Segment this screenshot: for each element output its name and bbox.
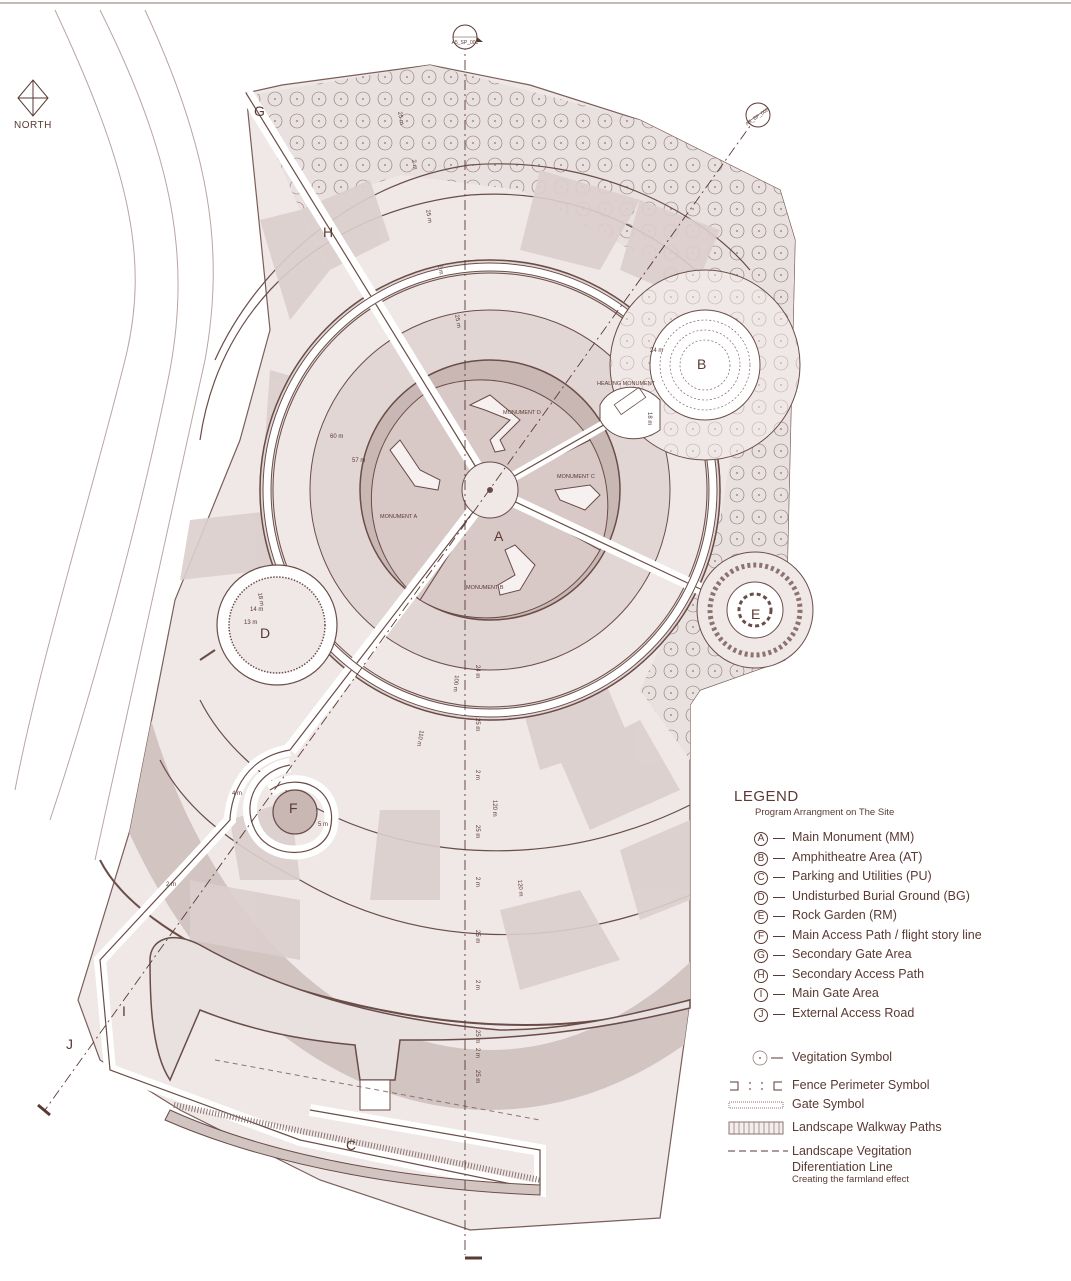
zone-label-g: G [254, 103, 265, 119]
svg-text:25 m: 25 m [396, 111, 404, 125]
healing-monument-label: HEALING MONUMENT [597, 381, 656, 387]
zone-label-c: C [346, 1137, 356, 1153]
section-marker-top: A5_SP_001 [452, 24, 483, 50]
svg-text:25 m: 25 m [474, 930, 480, 943]
north-label: NORTH [14, 120, 52, 131]
svg-text:14 m: 14 m [250, 607, 263, 613]
monument-a-label: MONUMENT A [380, 514, 418, 520]
svg-text:2 m: 2 m [474, 1048, 480, 1058]
svg-text:110 m: 110 m [415, 730, 424, 747]
svg-text:100 m: 100 m [452, 675, 459, 692]
zone-label-f: F [289, 800, 298, 816]
svg-text:120 m: 120 m [491, 800, 497, 817]
svg-text:25 m: 25 m [474, 1070, 480, 1083]
legend-subtitle: Program Arrangment on The Site [755, 807, 895, 818]
svg-text:A5_SP_001: A5_SP_001 [452, 40, 479, 46]
svg-text:25 m: 25 m [474, 825, 480, 838]
river-lines [14, 9, 214, 861]
svg-text:2 m: 2 m [474, 877, 480, 887]
svg-text:25 m: 25 m [424, 209, 432, 223]
parking-area [149, 937, 691, 1196]
svg-text:2 m: 2 m [436, 264, 444, 275]
zone-label-d: D [260, 625, 270, 641]
svg-text:13 m: 13 m [244, 620, 257, 626]
zone-label-j: J [66, 1036, 73, 1052]
zone-label-i: I [122, 1003, 126, 1019]
svg-text:57 m: 57 m [352, 458, 365, 464]
zone-label-b: B [697, 356, 706, 372]
monument-b-label: MONUMENT B [466, 585, 504, 591]
spiral-path [243, 758, 339, 860]
svg-text:25 m: 25 m [474, 718, 480, 731]
svg-text:24 m: 24 m [474, 665, 480, 678]
svg-text:60 m: 60 m [330, 434, 343, 440]
zone-label-e: E [751, 606, 760, 622]
amphitheatre-area [599, 269, 801, 461]
svg-text:120 m: 120 m [516, 880, 523, 897]
svg-text:2 m: 2 m [166, 882, 176, 888]
zone-label-a: A [494, 528, 504, 544]
zone-label-h: H [323, 224, 333, 240]
north-arrow [17, 79, 49, 117]
monument-d-label: MONUMENT D [503, 410, 541, 416]
section-axes [44, 40, 759, 1255]
svg-text:2 m: 2 m [474, 770, 480, 780]
svg-text:5 m: 5 m [318, 822, 328, 828]
svg-text:2 m: 2 m [410, 159, 418, 170]
svg-text:24 m: 24 m [650, 348, 663, 354]
svg-text:25 m: 25 m [453, 314, 461, 328]
svg-text:4 m: 4 m [232, 791, 242, 797]
svg-text:18 m: 18 m [646, 412, 652, 425]
svg-text:18 m: 18 m [256, 592, 264, 606]
svg-text:2 m: 2 m [474, 980, 480, 990]
svg-text:25 m: 25 m [474, 1030, 480, 1043]
monument-c-label: MONUMENT C [557, 474, 595, 480]
legend-title: LEGEND [734, 788, 799, 805]
section-marker-diag: A5_SP_002 [745, 102, 771, 128]
